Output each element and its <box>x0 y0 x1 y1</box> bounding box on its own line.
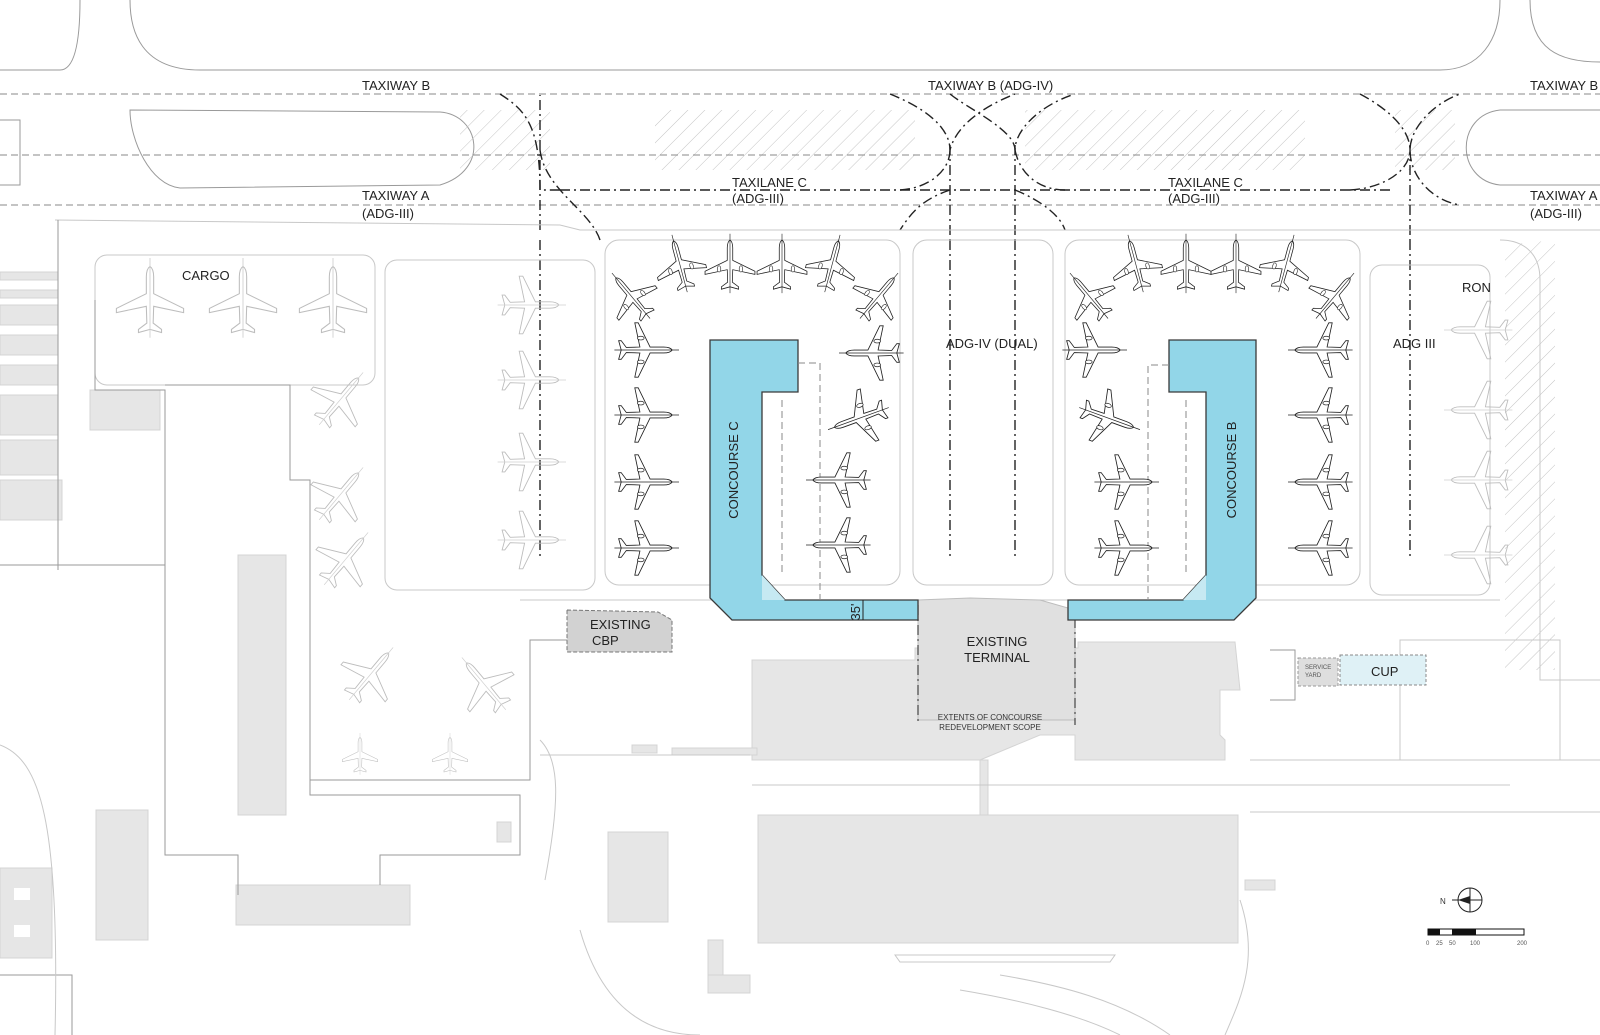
aircraft-icon <box>1160 233 1212 294</box>
aircraft-icon <box>439 638 529 729</box>
service-yard-label: SERVICE <box>1305 665 1331 671</box>
taxiway-a-label-right-2: (ADG-III) <box>1530 206 1582 221</box>
aircraft-icon <box>613 520 680 576</box>
taxiway-b-label-left: TAXIWAY B <box>362 78 430 93</box>
taxilane-c-label-left-2: (ADG-III) <box>732 191 784 206</box>
taxiway-b-label-center: TAXIWAY B (ADG-IV) <box>928 78 1053 93</box>
aircraft-icon <box>613 322 680 378</box>
taxiway-a-label-left: TAXIWAY A <box>362 188 430 203</box>
aircraft-icon <box>497 350 567 410</box>
aircraft-icon <box>1443 300 1513 360</box>
scale-tick-100: 100 <box>1470 941 1481 947</box>
aircraft-icon <box>115 257 185 339</box>
aircraft-icon <box>1287 322 1354 378</box>
area-labels: CARGO RON ADG-IV (DUAL) ADG III <box>182 268 1491 351</box>
landside-buildings <box>539 641 1600 1035</box>
scale-tick-50: 50 <box>1449 941 1456 947</box>
aircraft-icon <box>840 256 918 335</box>
aircraft-icon <box>1296 256 1374 335</box>
aircraft-icon <box>1093 454 1160 510</box>
aircraft-icon <box>1443 450 1513 510</box>
aircraft-icon <box>1443 380 1513 440</box>
taxiway-a-label-left-2: (ADG-III) <box>362 206 414 221</box>
cup-label: CUP <box>1371 664 1398 679</box>
dimension-label: 35' <box>848 604 863 621</box>
aircraft-icon <box>326 628 416 719</box>
scale-tick-200: 200 <box>1517 941 1528 947</box>
cargo-label: CARGO <box>182 268 230 283</box>
taxiway-a-label-right: TAXIWAY A <box>1530 188 1598 203</box>
taxiway-b-label-right: TAXIWAY B <box>1530 78 1598 93</box>
adg-iv-dual-label: ADG-IV (DUAL) <box>946 336 1038 351</box>
left-buildings <box>0 220 670 1035</box>
aircraft-icon <box>1443 525 1513 585</box>
existing-cbp-label-2: CBP <box>592 633 619 648</box>
aircraft-icon <box>1093 520 1160 576</box>
north-arrow-icon: N <box>1440 887 1483 913</box>
taxilane-c-label-right: TAXILANE C <box>1168 175 1243 190</box>
existing-cbp: EXISTING CBP <box>566 609 673 653</box>
aircraft-icon <box>1287 454 1354 510</box>
scale-bar: 0 25 50 100 200 <box>1426 928 1528 947</box>
concourse-b-label: CONCOURSE B <box>1224 422 1239 519</box>
north-label: N <box>1440 897 1446 906</box>
existing-terminal-label: EXISTING <box>967 634 1028 649</box>
extents-label: EXTENTS OF CONCOURSE <box>938 713 1042 722</box>
taxilane-c-label-left: TAXILANE C <box>732 175 807 190</box>
aircraft-icon <box>805 452 872 508</box>
aircraft-icon <box>613 454 680 510</box>
aircraft-icon <box>432 732 468 776</box>
aircraft-icon <box>704 233 756 294</box>
scale-tick-25: 25 <box>1436 941 1443 947</box>
taxilane-c-label-right-2: (ADG-III) <box>1168 191 1220 206</box>
aircraft-icon <box>1050 256 1128 335</box>
aircraft-icon <box>756 233 808 294</box>
existing-terminal-label-2: TERMINAL <box>964 650 1030 665</box>
extents-label-2: REDEVELOPMENT SCOPE <box>939 723 1041 732</box>
aircraft-icon <box>1069 381 1150 456</box>
aircraft-icon <box>497 510 567 570</box>
concourse-c: CONCOURSE C 35' <box>709 339 919 621</box>
aircraft-icon <box>805 517 872 573</box>
aircraft-icon <box>1287 387 1354 443</box>
aircraft-icon <box>301 513 391 604</box>
aircraft-icon <box>1210 233 1262 294</box>
aircraft-icon <box>1061 322 1128 378</box>
ron-label: RON <box>1462 280 1491 295</box>
taxiway-labels: TAXIWAY B TAXIWAY B (ADG-IV) TAXIWAY B T… <box>362 78 1598 221</box>
adg-iii-label: ADG III <box>1393 336 1436 351</box>
concourse-b: CONCOURSE B <box>1067 339 1257 621</box>
service-yard-label-2: YARD <box>1305 673 1322 679</box>
aircraft-icon <box>613 387 680 443</box>
aircraft-icon <box>592 256 670 335</box>
existing-cbp-label: EXISTING <box>590 617 651 632</box>
aircraft-icon <box>296 353 386 444</box>
existing-terminal: EXISTING TERMINAL EXTENTS OF CONCOURSE R… <box>917 597 1076 732</box>
aircraft-icon <box>818 381 899 456</box>
aircraft-icon <box>497 432 567 492</box>
hatched-areas <box>460 110 1555 670</box>
concourse-c-label: CONCOURSE C <box>726 421 741 519</box>
aircraft-icon <box>298 257 368 339</box>
scale-tick-0: 0 <box>1426 941 1430 947</box>
service-yard-cup: SERVICE YARD CUP <box>1270 649 1427 701</box>
aircraft-icon <box>342 732 378 776</box>
taxiway-lines <box>0 93 1600 560</box>
aircraft-icon <box>497 275 567 335</box>
aircraft-icon <box>1287 520 1354 576</box>
cup-building <box>1339 654 1427 686</box>
aircraft-icon <box>838 325 905 381</box>
